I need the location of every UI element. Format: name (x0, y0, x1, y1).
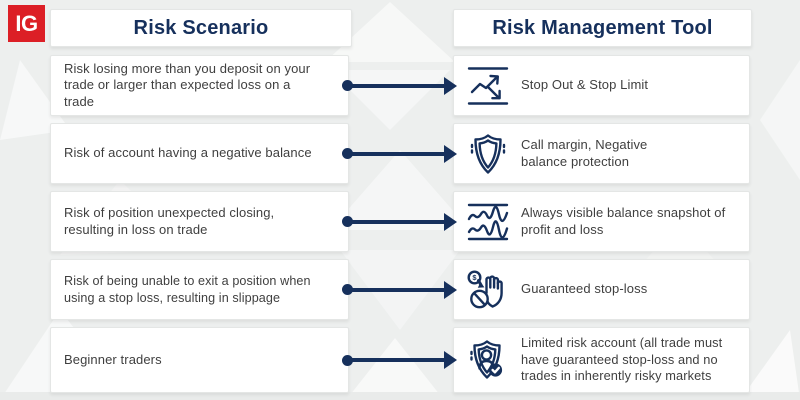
scenario-text: Risk of account having a negative balanc… (64, 145, 312, 161)
tool-text: Stop Out & Stop Limit (521, 77, 649, 93)
arrow-line (349, 219, 444, 224)
connector-arrow (342, 212, 457, 231)
arrow-line (349, 358, 444, 362)
arrow-head (444, 351, 457, 369)
shield-icon (464, 130, 511, 177)
risk-scenario-header-label: Risk Scenario (133, 16, 269, 39)
arrow-head (444, 144, 457, 163)
svg-text:$: $ (472, 273, 477, 282)
arrow-dot (342, 216, 353, 227)
tool-card: Limited risk account (all trade must hav… (453, 327, 750, 393)
arrow-dot (342, 148, 353, 159)
tool-text: Guaranteed stop-loss (521, 281, 648, 297)
connector-arrow (342, 76, 457, 95)
mapping-rows: Risk losing more than you deposit on you… (0, 55, 800, 393)
ig-logo: IG (8, 5, 45, 42)
scenario-card: Beginner traders (50, 327, 349, 393)
limited-risk-shield-icon (464, 337, 511, 384)
tool-card: $ Guaranteed stop-loss (453, 259, 750, 320)
stop-hand-icon: $ (464, 266, 511, 313)
scenario-text: Beginner traders (64, 351, 162, 367)
tool-text: Call margin, Negative balance protection (521, 136, 648, 169)
scenario-card: Risk losing more than you deposit on you… (50, 55, 349, 116)
table-row: Risk of position unexpected closing, res… (0, 191, 800, 252)
table-row: Risk of account having a negative balanc… (0, 123, 800, 184)
tool-card: Always visible balance snapshot of profi… (453, 191, 750, 252)
table-row: Risk losing more than you deposit on you… (0, 55, 800, 116)
arrow-dot (342, 80, 353, 91)
arrow-dot (342, 354, 353, 366)
risk-management-tool-header: Risk Management Tool (453, 9, 752, 47)
scenario-text: Risk losing more than you deposit on you… (64, 60, 311, 109)
connector-arrow (342, 351, 457, 369)
connector-arrow (342, 144, 457, 163)
tool-card: Stop Out & Stop Limit (453, 55, 750, 116)
arrow-dot (342, 284, 353, 295)
risk-scenario-header: Risk Scenario (50, 9, 352, 47)
connector-arrow (342, 280, 457, 299)
scenario-card: Risk of being unable to exit a position … (50, 259, 349, 320)
scenario-card: Risk of position unexpected closing, res… (50, 191, 349, 252)
tool-text: Limited risk account (all trade must hav… (521, 335, 723, 384)
arrow-line (349, 287, 444, 292)
tool-text: Always visible balance snapshot of profi… (521, 204, 726, 237)
arrow-head (444, 212, 457, 231)
table-row: Risk of being unable to exit a position … (0, 259, 800, 320)
tool-card: Call margin, Negative balance protection (453, 123, 750, 184)
arrow-line (349, 83, 444, 88)
scenario-text: Risk of position unexpected closing, res… (64, 204, 275, 237)
arrow-head (444, 76, 457, 95)
scenario-text: Risk of being unable to exit a position … (64, 274, 311, 305)
arrow-head (444, 280, 457, 299)
table-row: Beginner traders (0, 327, 800, 393)
ig-logo-text: IG (15, 10, 38, 36)
profit-loss-waves-icon (464, 198, 511, 245)
arrow-line (349, 151, 444, 156)
risk-management-tool-header-label: Risk Management Tool (492, 16, 713, 39)
trend-arrows-icon (464, 62, 511, 109)
scenario-card: Risk of account having a negative balanc… (50, 123, 349, 184)
